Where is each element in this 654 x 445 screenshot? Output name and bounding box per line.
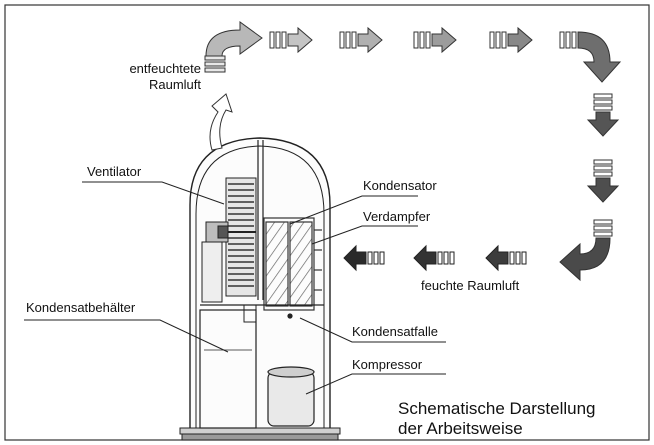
compressor-unit (267, 366, 315, 427)
device-base (179, 427, 341, 441)
label-condensate-trap: Kondensatfalle (352, 324, 438, 339)
label-dehumidified-air-1: entfeuchtete (129, 61, 201, 76)
caption-line-2: der Arbeitsweise (398, 419, 523, 438)
label-compressor: Kompressor (352, 357, 423, 372)
dry-air-flow (204, 21, 263, 151)
fan-assembly (201, 177, 257, 303)
right-air-arrows (559, 93, 620, 282)
caption-line-1: Schematische Darstellung (398, 399, 595, 418)
device-housing (189, 137, 331, 431)
leader-lines (24, 181, 446, 395)
label-fan: Ventilator (87, 164, 142, 179)
humid-air-arrows (343, 244, 527, 272)
label-evaporator: Verdampfer (363, 209, 431, 224)
label-humid-air: feuchte Raumluft (421, 278, 520, 293)
top-air-arrows (269, 26, 622, 83)
heat-exchangers (263, 217, 322, 311)
label-condenser: Kondensator (363, 178, 437, 193)
label-condensate-tank: Kondensatbehälter (26, 300, 136, 315)
condensate-tank (199, 304, 324, 429)
label-dehumidified-air-2: Raumluft (149, 77, 201, 92)
